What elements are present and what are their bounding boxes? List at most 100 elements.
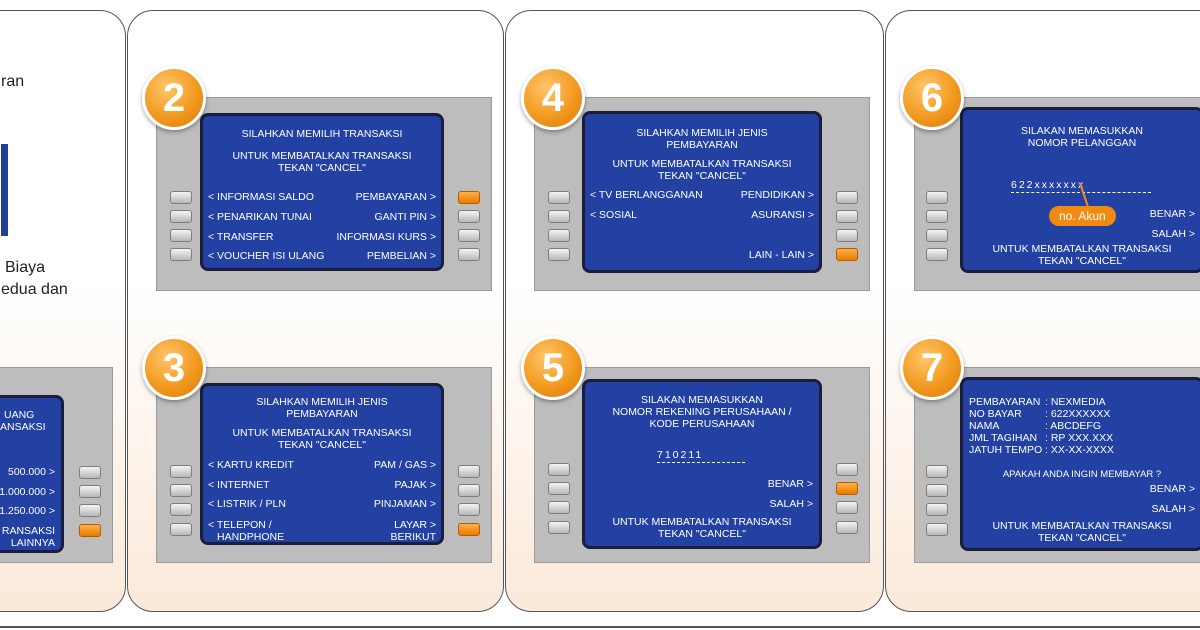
screen-title: SILAHKAN MEMILIH JENIS (636, 127, 768, 139)
menu-option-right[interactable]: PINJAMAN > (373, 498, 436, 510)
menu-option-left[interactable]: < TV BERLANGGANAN (590, 189, 703, 201)
atm-side-button[interactable] (79, 504, 101, 517)
menu-option-right[interactable]: PAM / GAS > (374, 459, 436, 471)
atm-side-button[interactable] (170, 210, 192, 223)
bill-field-value: : RP XXX.XXX (1045, 432, 1114, 444)
menu-option-right[interactable]: GANTI PIN > (374, 211, 436, 223)
wrong-option[interactable]: SALAH > (769, 498, 813, 510)
bill-field-value: : XX-XX-XXXX (1045, 444, 1114, 456)
menu-option[interactable]: 500.000 > (7, 466, 55, 478)
customer-number-input[interactable]: 622xxxxxxx (1011, 179, 1086, 191)
menu-option[interactable]: RANSAKSI (1, 525, 55, 537)
atm-side-button[interactable] (926, 465, 948, 478)
atm-side-button[interactable] (170, 484, 192, 497)
atm-side-button[interactable] (548, 463, 570, 476)
bill-field-label: NAMA (969, 420, 1000, 432)
atm-side-button[interactable] (170, 191, 192, 204)
atm-side-button[interactable] (836, 229, 858, 242)
atm-side-button[interactable] (926, 210, 948, 223)
menu-option-right[interactable]: ASURANSI > (751, 209, 814, 221)
menu-option[interactable]: LAINNYA (10, 537, 55, 549)
confirm-option[interactable]: BENAR > (1149, 208, 1195, 220)
account-number-input[interactable]: 710211 (657, 449, 704, 461)
atm-side-button-selected[interactable] (458, 191, 480, 204)
atm-side-button[interactable] (548, 482, 570, 495)
menu-option-left: HANDPHONE (217, 531, 285, 543)
atm-side-button[interactable] (926, 229, 948, 242)
step-number-badge: 6 (900, 66, 964, 130)
atm-side-button[interactable] (926, 191, 948, 204)
menu-option[interactable]: 1.250.000 > (0, 505, 55, 517)
menu-option-left[interactable]: < INTERNET (208, 479, 270, 491)
atm-side-button[interactable] (836, 521, 858, 534)
atm-side-button[interactable] (458, 210, 480, 223)
atm-side-button[interactable] (458, 465, 480, 478)
menu-option-right[interactable]: LAYAR > (394, 519, 436, 531)
atm-side-button[interactable] (548, 191, 570, 204)
menu-option-left[interactable]: < PENARIKAN TUNAI (208, 211, 312, 223)
atm-screen-1: UANG ANSAKSI 500.000 > 1.000.000 > 1.250… (0, 395, 64, 553)
atm-side-button[interactable] (458, 484, 480, 497)
step-number-badge: 2 (142, 66, 206, 130)
atm-side-button-selected[interactable] (79, 524, 101, 537)
atm-side-button[interactable] (926, 484, 948, 497)
menu-option-left[interactable]: < SOSIAL (590, 209, 637, 221)
menu-option-right[interactable]: LAIN - LAIN > (748, 249, 814, 261)
confirm-option[interactable]: BENAR > (767, 478, 813, 490)
cancel-instruction: UNTUK MEMBATALKAN TRANSAKSI (992, 520, 1172, 532)
menu-option-left[interactable]: < KARTU KREDIT (208, 459, 294, 471)
atm-screen-4: SILAHKAN MEMILIH JENIS PEMBAYARAN UNTUK … (582, 111, 822, 273)
atm-side-button[interactable] (926, 248, 948, 261)
wrong-option[interactable]: SALAH > (1151, 503, 1195, 515)
step-panel-2: 2 SILAHKAN MEMILIH TRANSAKSI UNTUK MEMBA… (127, 10, 504, 612)
confirm-option[interactable]: BENAR > (1149, 483, 1195, 495)
menu-option-left[interactable]: < VOUCHER ISI ULANG (208, 250, 325, 262)
atm-screen-5: SILAKAN MEMASUKKAN NOMOR REKENING PERUSA… (582, 379, 822, 549)
atm-side-button-selected[interactable] (836, 482, 858, 495)
atm-screen-2: SILAHKAN MEMILIH TRANSAKSI UNTUK MEMBATA… (200, 113, 444, 271)
atm-side-button[interactable] (79, 466, 101, 479)
atm-side-button-selected[interactable] (836, 248, 858, 261)
atm-side-button[interactable] (170, 465, 192, 478)
atm-side-button[interactable] (548, 501, 570, 514)
atm-side-button[interactable] (170, 503, 192, 516)
menu-option-right[interactable]: PEMBELIAN > (366, 250, 436, 262)
atm-side-button[interactable] (836, 463, 858, 476)
menu-option-right[interactable]: PEMBAYARAN > (355, 191, 436, 203)
atm-side-button[interactable] (458, 503, 480, 516)
atm-side-button[interactable] (548, 248, 570, 261)
atm-side-button[interactable] (170, 229, 192, 242)
screen-text: ANSAKSI (0, 421, 46, 433)
bill-field-value: : NEXMEDIA (1045, 396, 1106, 408)
atm-side-button[interactable] (548, 229, 570, 242)
atm-side-button[interactable] (548, 521, 570, 534)
menu-option-left[interactable]: < INFORMASI SALDO (208, 191, 314, 203)
atm-side-button[interactable] (836, 191, 858, 204)
menu-option-right[interactable]: INFORMASI KURS > (336, 231, 436, 243)
atm-side-button[interactable] (836, 210, 858, 223)
atm-side-button[interactable] (170, 248, 192, 261)
atm-side-button[interactable] (926, 523, 948, 536)
atm-side-button-selected[interactable] (458, 523, 480, 536)
atm-side-button[interactable] (79, 485, 101, 498)
screen-text: UANG (4, 409, 35, 421)
atm-side-button[interactable] (926, 503, 948, 516)
cancel-instruction: TEKAN "CANCEL" (658, 170, 746, 182)
wrong-option[interactable]: SALAH > (1151, 228, 1195, 240)
atm-side-button[interactable] (458, 229, 480, 242)
atm-side-button[interactable] (458, 248, 480, 261)
cancel-instruction: UNTUK MEMBATALKAN TRANSAKSI (612, 516, 792, 528)
menu-option-right[interactable]: PENDIDIKAN > (740, 189, 814, 201)
menu-option-left[interactable]: < LISTRIK / PLN (208, 498, 286, 510)
bill-field-value: : ABCDEFG (1045, 420, 1102, 432)
menu-option[interactable]: 1.000.000 > (0, 486, 55, 498)
screen-title: PEMBAYARAN (286, 408, 358, 420)
atm-side-button[interactable] (548, 210, 570, 223)
atm-side-button[interactable] (170, 523, 192, 536)
menu-option-left[interactable]: < TELEPON / (208, 519, 272, 531)
screen-title: KODE PERUSAHAAN (649, 418, 755, 430)
atm-screen-7: PEMBAYARAN : NEXMEDIA NO BAYAR : 622XXXX… (960, 377, 1200, 551)
menu-option-left[interactable]: < TRANSFER (208, 231, 274, 243)
menu-option-right[interactable]: PAJAK > (394, 479, 436, 491)
atm-side-button[interactable] (836, 501, 858, 514)
